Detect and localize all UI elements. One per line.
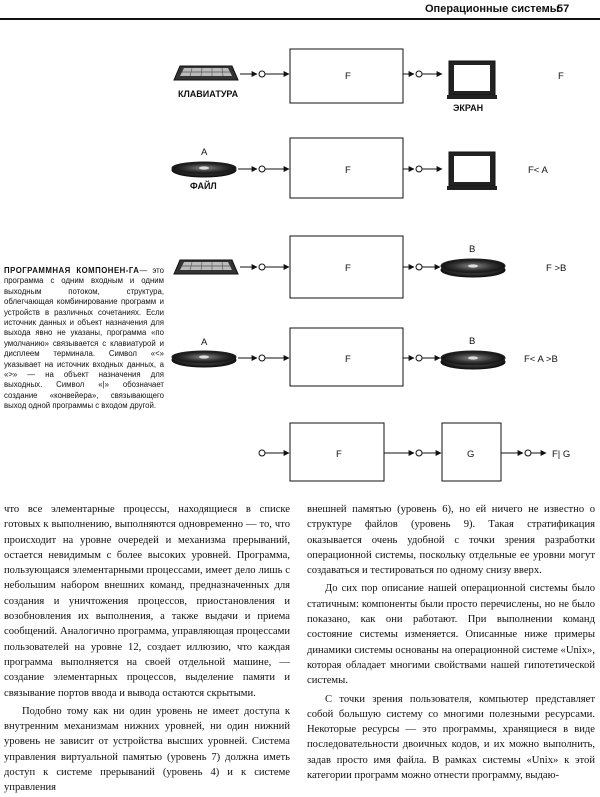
pipe-port (415, 449, 423, 457)
program-f-label: F (345, 263, 351, 274)
header-rule (0, 18, 600, 20)
disk-b-label: B (469, 336, 475, 347)
component-diagram: КЛАВИАТУРА F ЭКРАН F A ФАЙЛ F (171, 48, 570, 482)
output-port (415, 165, 423, 173)
keyboard-icon (173, 65, 239, 81)
output-port (415, 70, 423, 78)
input-port (258, 354, 266, 362)
input-port (258, 70, 266, 78)
program-f-label: F (345, 354, 351, 365)
input-port (258, 449, 266, 457)
disk-b-label: B (469, 244, 475, 255)
formula-2: F< A (528, 165, 548, 176)
formula-1: F (558, 71, 564, 82)
left-column: что все элементарные процессы, находящие… (4, 502, 290, 796)
page-number: 57 (557, 3, 570, 15)
input-port (258, 165, 266, 173)
program-f-label: F (345, 71, 351, 82)
disk-icon (440, 350, 506, 370)
left-paragraph-1: что все элементарные процессы, находящие… (4, 504, 290, 699)
diagram-row-5: F G F| G (258, 422, 570, 482)
disk-icon (171, 161, 237, 178)
program-g-label: G (467, 449, 474, 460)
diagram-row-2: A ФАЙЛ F F< A (171, 137, 548, 199)
diagram-row-4: A F B F< A >B (171, 327, 558, 387)
file-a-label: A (201, 337, 208, 348)
formula-5: F| G (552, 449, 570, 460)
output-port (415, 354, 423, 362)
program-f-label: F (345, 165, 351, 176)
side-note-body: — это программа с одним входным и одним … (4, 266, 164, 411)
diagram-row-3: F B F >B (173, 235, 566, 299)
section-title: Операционные системы (425, 3, 560, 15)
file-label: ФАЙЛ (190, 180, 217, 191)
side-note-heading: ПРОГРАММНАЯ КОМПОНЕН-ГА (4, 266, 140, 275)
program-f-label: F (336, 449, 342, 460)
right-paragraph-2: До сих пор описание нашей операционной с… (307, 583, 595, 687)
input-port (258, 263, 266, 271)
formula-3: F >B (546, 263, 566, 274)
program-f-box (289, 422, 385, 482)
right-paragraph-1: внешней памятью (уровень 6), но ей ничег… (307, 504, 595, 577)
output-port (524, 449, 532, 457)
left-paragraph-2: Подобно тому как ни один уровень не имее… (4, 705, 290, 794)
screen-icon (447, 151, 497, 190)
keyboard-label: КЛАВИАТУРА (178, 89, 239, 99)
right-column: внешней памятью (уровень 6), но ей ничег… (307, 502, 595, 783)
right-paragraph-3: С точки зрения пользователя, компьютер п… (307, 693, 595, 782)
program-f-box (289, 137, 404, 199)
output-port (415, 263, 423, 271)
screen-icon (447, 60, 497, 99)
page-header: Операционные системы 57 (0, 0, 600, 20)
keyboard-icon (173, 259, 239, 275)
program-f-box (289, 327, 404, 387)
diagram-row-1: КЛАВИАТУРА F ЭКРАН F (173, 48, 564, 113)
program-g-box (441, 422, 502, 482)
formula-4: F< A >B (524, 354, 558, 365)
disk-icon (171, 350, 237, 368)
file-a-label: A (201, 147, 208, 158)
side-note: ПРОГРАММНАЯ КОМПОНЕН-ГА— это программа с… (4, 266, 164, 412)
program-f-box (289, 48, 404, 104)
disk-icon (440, 258, 506, 278)
screen-label: ЭКРАН (453, 103, 483, 113)
